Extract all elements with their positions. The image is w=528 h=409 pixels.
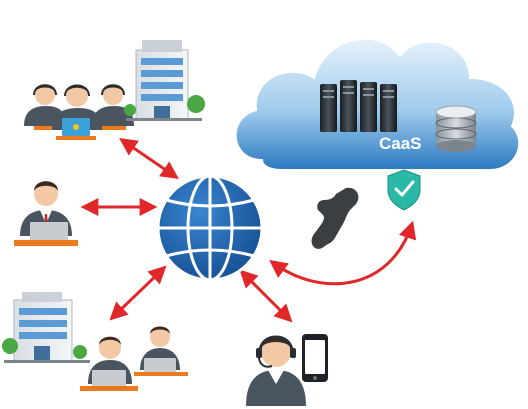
arrow-agent-globe <box>239 269 293 323</box>
phone-icon <box>311 187 359 249</box>
server-icon <box>320 84 337 132</box>
shield-icon <box>387 169 421 211</box>
smartphone-icon <box>302 334 328 382</box>
globe-icon <box>156 174 264 282</box>
cloud-shape <box>234 37 521 171</box>
laptop-icon <box>14 222 78 246</box>
laptop-icon <box>80 370 138 391</box>
server-icon <box>340 80 357 132</box>
agent-person <box>92 84 134 126</box>
arrow-globe-cloud <box>269 220 417 286</box>
caas-cloud: CaaS <box>234 37 521 171</box>
support-agent <box>246 335 306 406</box>
server-icon <box>360 82 377 132</box>
connection-arrows <box>80 137 417 323</box>
server-rack-group <box>320 80 397 132</box>
cloud-label: CaaS <box>379 134 422 153</box>
laptop-icon <box>56 118 96 140</box>
building-icon <box>124 40 205 121</box>
arrow-branch-globe <box>109 265 167 321</box>
database-icon <box>435 105 477 152</box>
arrow-team-globe <box>119 137 179 180</box>
headset-agent-icon <box>246 370 306 406</box>
call-center-team <box>24 84 134 140</box>
remote-worker <box>14 181 78 246</box>
laptop-icon <box>134 358 188 376</box>
server-icon <box>380 84 397 132</box>
building-icon <box>2 292 90 363</box>
branch-team <box>80 326 188 391</box>
